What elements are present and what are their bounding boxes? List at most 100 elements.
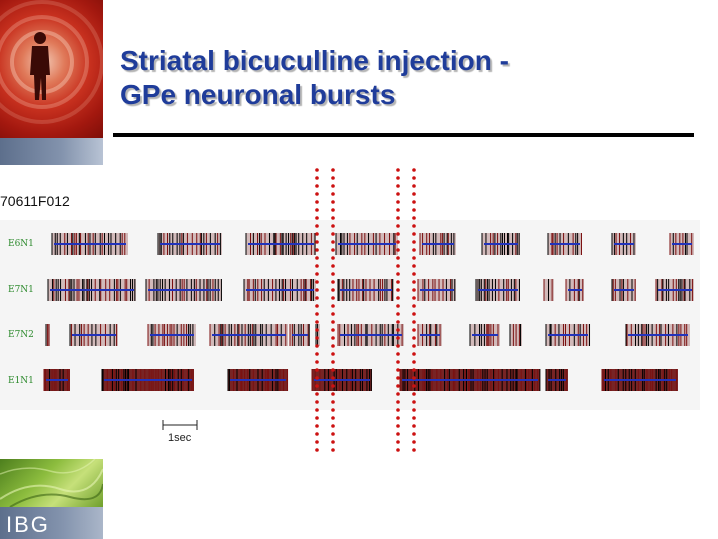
marker-dot — [396, 288, 400, 292]
marker-dot — [331, 392, 335, 396]
marker-dot — [396, 248, 400, 252]
marker-dot — [331, 192, 335, 196]
marker-dot — [412, 184, 416, 188]
marker-dot — [412, 256, 416, 260]
raster-row-3 — [43, 369, 678, 391]
marker-dot — [396, 208, 400, 212]
marker-dot — [412, 208, 416, 212]
marker-dot — [331, 296, 335, 300]
marker-dot — [412, 224, 416, 228]
marker-dot — [412, 408, 416, 412]
marker-dot — [412, 168, 416, 172]
marker-dot — [331, 432, 335, 436]
marker-dot — [412, 424, 416, 428]
ibg-logo-text: IBG — [6, 512, 50, 537]
scale-label: 1sec — [168, 432, 192, 444]
marker-dot — [315, 400, 319, 404]
marker-dot — [315, 256, 319, 260]
row-label-e1n1: E1N1 — [8, 376, 34, 386]
marker-dot — [396, 328, 400, 332]
marker-dot — [412, 384, 416, 388]
slide-title-line-1: Striatal bicuculline injection - — [120, 45, 509, 76]
marker-dot — [396, 312, 400, 316]
marker-dot — [315, 344, 319, 348]
marker-dot — [396, 424, 400, 428]
marker-dot — [331, 280, 335, 284]
marker-dot — [315, 216, 319, 220]
marker-dot — [412, 376, 416, 380]
marker-dot — [315, 376, 319, 380]
marker-dot — [331, 408, 335, 412]
leaf-texture-icon — [0, 459, 103, 507]
marker-dot — [412, 416, 416, 420]
marker-dot — [396, 400, 400, 404]
marker-dot — [396, 232, 400, 236]
marker-dot — [396, 376, 400, 380]
marker-dot — [315, 288, 319, 292]
marker-dot — [396, 392, 400, 396]
marker-dot — [331, 312, 335, 316]
marker-dot — [396, 440, 400, 444]
marker-dot — [396, 224, 400, 228]
marker-dot — [396, 344, 400, 348]
marker-dot — [315, 312, 319, 316]
marker-dot — [315, 352, 319, 356]
marker-dot — [331, 344, 335, 348]
marker-dot — [396, 280, 400, 284]
marker-dot — [412, 328, 416, 332]
marker-line-0 — [315, 168, 319, 452]
marker-dot — [331, 352, 335, 356]
marker-dot — [412, 216, 416, 220]
marker-dot — [331, 224, 335, 228]
marker-dot — [315, 272, 319, 276]
marker-dot — [396, 264, 400, 268]
scale-bar — [162, 420, 198, 430]
marker-dot — [331, 328, 335, 332]
marker-dot — [331, 264, 335, 268]
marker-dot — [331, 288, 335, 292]
marker-dot — [315, 224, 319, 228]
marker-dot — [396, 176, 400, 180]
marker-dot — [331, 208, 335, 212]
marker-dot — [315, 192, 319, 196]
marker-dot — [412, 344, 416, 348]
burst-block — [544, 279, 554, 301]
marker-dot — [396, 216, 400, 220]
marker-dot — [412, 448, 416, 452]
marker-dot — [412, 320, 416, 324]
marker-dot — [331, 168, 335, 172]
logo-bottom — [0, 459, 103, 507]
marker-dot — [396, 192, 400, 196]
marker-dot — [331, 400, 335, 404]
marker-dot — [412, 400, 416, 404]
logo-band — [0, 138, 103, 165]
marker-dot — [315, 240, 319, 244]
marker-dot — [331, 200, 335, 204]
marker-dot — [315, 280, 319, 284]
marker-dot — [412, 248, 416, 252]
marker-dot — [315, 424, 319, 428]
marker-dot — [412, 336, 416, 340]
marker-dot — [412, 312, 416, 316]
marker-dot — [331, 440, 335, 444]
marker-dot — [412, 360, 416, 364]
marker-dot — [412, 352, 416, 356]
slide-title-line-2: GPe neuronal bursts — [120, 79, 396, 110]
marker-dot — [331, 376, 335, 380]
marker-dot — [412, 280, 416, 284]
marker-dot — [315, 368, 319, 372]
marker-dot — [412, 288, 416, 292]
marker-dot — [331, 216, 335, 220]
marker-dot — [315, 200, 319, 204]
marker-dot — [396, 200, 400, 204]
marker-dot — [315, 168, 319, 172]
marker-dot — [412, 296, 416, 300]
marker-dot — [412, 232, 416, 236]
row-label-e7n1: E7N1 — [8, 285, 34, 295]
marker-dot — [315, 392, 319, 396]
marker-line-3 — [412, 168, 416, 452]
marker-line-2 — [396, 168, 400, 452]
marker-line-1 — [331, 168, 335, 452]
marker-dot — [315, 336, 319, 340]
